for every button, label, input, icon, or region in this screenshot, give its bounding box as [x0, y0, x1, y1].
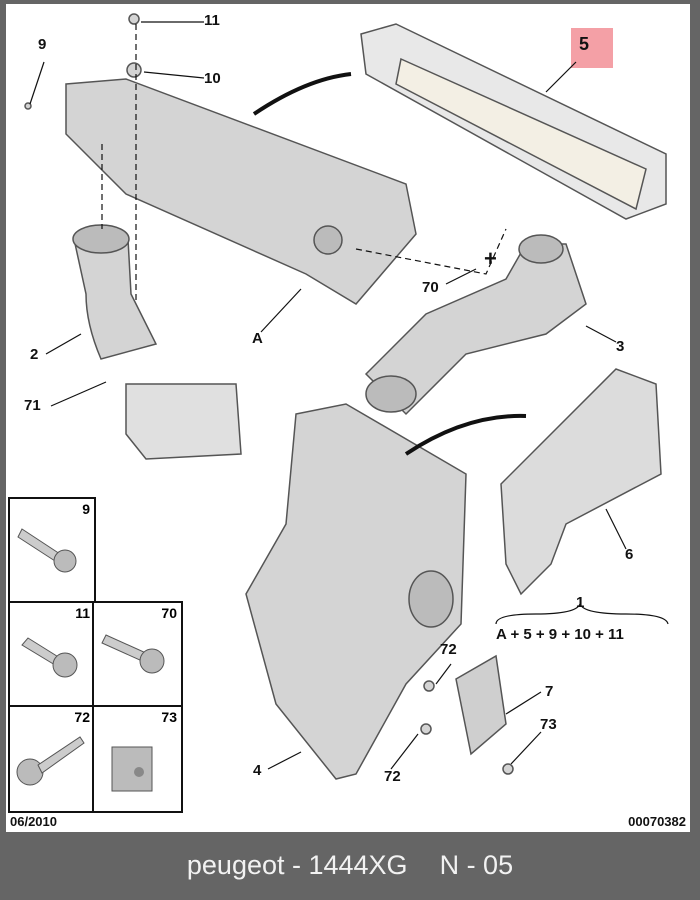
callout-11: 11	[204, 12, 220, 29]
callout-70: 70	[422, 279, 439, 296]
part-4-air-box	[245, 403, 467, 780]
exploded-view-drawing: +	[24, 13, 669, 780]
part-3-intake-duct	[364, 243, 587, 416]
bolt-icon	[101, 634, 165, 674]
drawing-number: 00070382	[628, 814, 686, 829]
callout-6: 6	[625, 546, 634, 563]
throttle-body	[125, 383, 242, 460]
diagram-date: 06/2010	[10, 814, 57, 829]
legend-cell-72: 72	[8, 705, 96, 813]
assembly-formula: A + 5 + 9 + 10 + 11	[496, 626, 624, 643]
legend-cell-9: 9	[8, 497, 96, 605]
callout-72-bottom: 72	[384, 768, 401, 785]
legend-label: 73	[161, 709, 177, 725]
callout-5: 5	[579, 34, 590, 54]
plus-icon: +	[484, 246, 497, 271]
legend-label: 72	[74, 709, 90, 725]
callout-7: 7	[545, 683, 554, 700]
legend-label: 11	[75, 605, 90, 621]
brand-code: peugeot - 1444XG	[186, 850, 408, 880]
section-code: N - 05	[439, 850, 514, 880]
highlight-box	[571, 28, 613, 68]
callout-10: 10	[204, 70, 221, 87]
footer-bar: peugeot - 1444XG N - 05	[0, 832, 700, 900]
screw-icon	[17, 528, 77, 573]
callout-9: 9	[38, 36, 47, 53]
flange-screw-icon	[16, 736, 85, 786]
callout-73: 73	[540, 716, 557, 733]
callout-72-top: 72	[440, 641, 457, 658]
legend-label: 9	[82, 501, 90, 517]
legend-cell-11: 11	[8, 601, 96, 707]
clip-nut-icon	[111, 746, 153, 792]
bolt-icon	[21, 637, 78, 678]
part-6-bracket	[500, 368, 662, 596]
legend-cell-73: 73	[92, 705, 183, 813]
legend-label: 70	[161, 605, 177, 621]
callout-1: 1	[576, 594, 585, 611]
parts-diagram: + 11 10 9 5 70 3 2 A 71 6 1 A + 5 + 9 + …	[6, 4, 690, 832]
callout-3: 3	[616, 338, 625, 355]
part-7-mount	[455, 654, 507, 756]
callout-71: 71	[24, 397, 41, 414]
callout-4: 4	[253, 762, 262, 779]
callout-2: 2	[30, 346, 39, 363]
legend-cell-70: 70	[92, 601, 183, 707]
callout-a: A	[252, 330, 263, 347]
